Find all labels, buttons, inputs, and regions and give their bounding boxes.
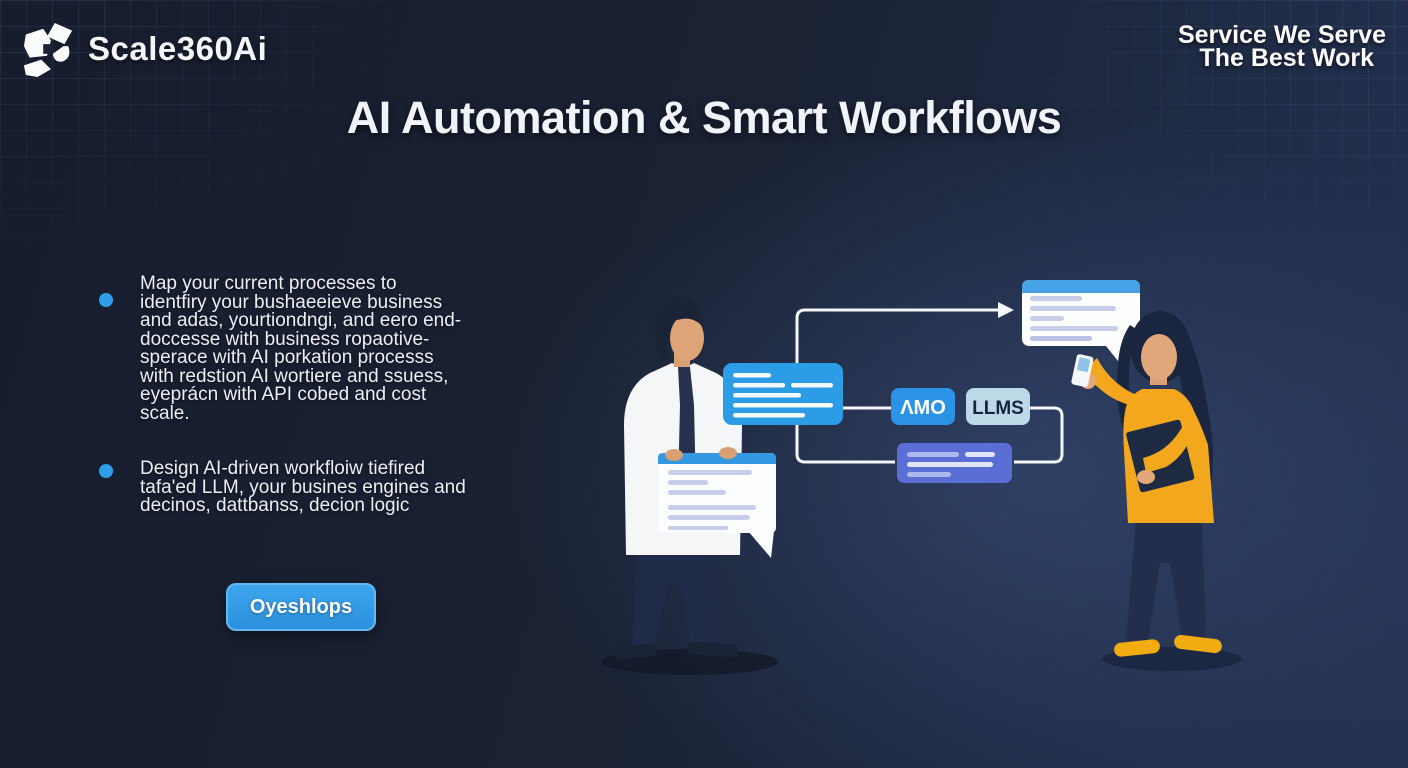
bullet-text-2: Design AI-driven workfloiw tiefired tafa… <box>140 458 466 516</box>
node-amo-label: ΛMO <box>900 397 946 419</box>
woman-arm-across <box>1143 415 1196 473</box>
bullet-text-1: Map your current processes to identfiry … <box>140 273 462 424</box>
man-face <box>670 315 704 361</box>
man-hand <box>719 447 737 459</box>
chat-bubble-blue <box>723 363 843 425</box>
document-card <box>658 447 776 558</box>
logo-text: Scale360Ai <box>88 30 268 67</box>
bubble-text-lines <box>733 373 833 418</box>
phone-icon <box>1071 354 1094 387</box>
woman-legs <box>1126 519 1206 641</box>
tagline-line-1: Service We Serve <box>1177 21 1386 49</box>
logo[interactable]: Scale360Ai <box>22 20 267 78</box>
man-shoe <box>687 641 738 658</box>
man-hair-cap <box>670 308 703 327</box>
grid-texture-left <box>0 0 430 270</box>
woman-hair-cap <box>1139 315 1180 359</box>
tagline-line-2: The Best Work <box>1199 44 1374 72</box>
man-shoe <box>614 643 657 660</box>
woman-shoe <box>1114 639 1160 657</box>
card-text-lines <box>668 470 756 530</box>
woman-face <box>1141 334 1177 380</box>
arrow-icon <box>998 302 1014 318</box>
woman-hand <box>1137 470 1155 484</box>
node-llms-label: LLMS <box>972 398 1024 419</box>
cta-button[interactable]: Oyeshlops <box>226 583 376 631</box>
woman-figure <box>1071 311 1222 657</box>
grid-texture-right <box>978 0 1408 270</box>
logo-pinwheel-icon <box>23 22 73 77</box>
node-llms: LLMS <box>966 388 1030 425</box>
woman-shoe <box>1174 634 1222 654</box>
page-title: AI Automation & Smart Workflows <box>346 92 1062 143</box>
bullet-dot-icon <box>99 293 113 307</box>
node-purple-doc <box>897 443 1012 483</box>
bubble-text-lines <box>1030 296 1118 341</box>
purple-text-lines <box>907 452 995 477</box>
header-tagline: Service We Serve The Best Work <box>1177 21 1386 72</box>
node-amo: ΛMO <box>891 388 955 425</box>
workflow-illustration: ΛMO LLMS <box>602 280 1242 675</box>
bullet-dot-icon <box>99 464 113 478</box>
woman-hair-flow-left <box>1116 325 1136 431</box>
woman-arm-raised <box>1084 358 1142 407</box>
man-hair-side <box>655 321 669 361</box>
man-legs <box>632 547 716 651</box>
man-hand <box>665 449 683 461</box>
